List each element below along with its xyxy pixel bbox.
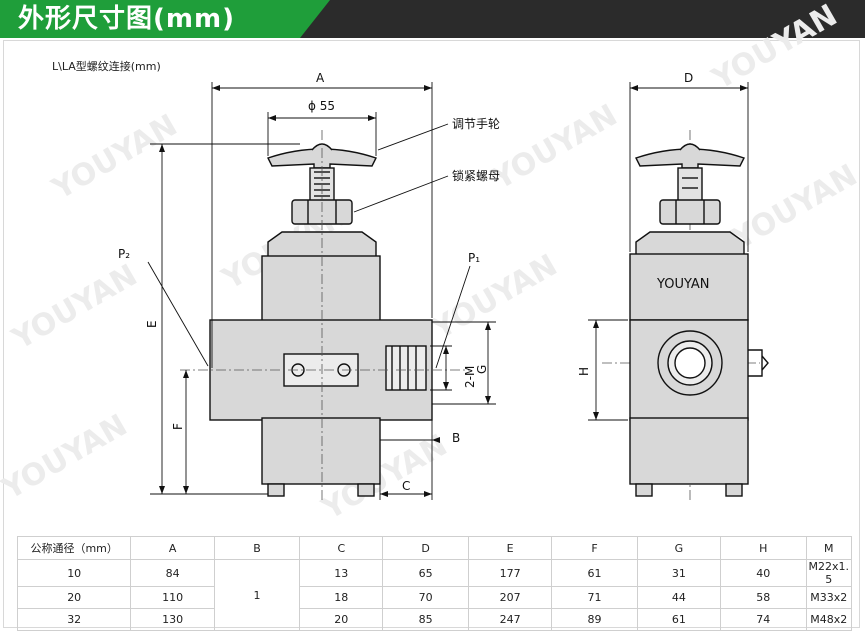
side-arrowheads — [593, 85, 748, 420]
dim-label-h: H — [577, 367, 591, 376]
table-cell: 44 — [636, 586, 722, 609]
dim-label-e: E — [145, 320, 159, 328]
table-cell: 85 — [382, 608, 469, 631]
table-cell: 110 — [130, 586, 215, 609]
table-cell: 58 — [720, 586, 807, 609]
watermark: YOUYAN — [426, 248, 564, 348]
dimension-lines — [147, 82, 496, 500]
table-row: 32 130 20 85 247 89 61 74 M48x2 — [16, 608, 852, 631]
port-label-p1: P₁ — [468, 251, 480, 265]
table-row: 20 110 18 70 207 71 44 58 M33x2 — [16, 586, 852, 609]
table-cell: 18 — [299, 586, 384, 609]
arrowheads — [159, 85, 491, 497]
drawing-labels: A ϕ 55 调节手轮 锁紧螺母 P₂ P₁ E F 2-M G B C D H… — [118, 71, 710, 493]
table-header: B — [213, 536, 301, 560]
table-header: M — [805, 536, 852, 560]
table-cell: M48x2 — [805, 608, 852, 631]
table-header: 公称通径（mm） — [16, 536, 132, 560]
header-banner: 外形尺寸图(mm) — [0, 0, 865, 38]
dim-label-phi55: ϕ 55 — [308, 99, 335, 113]
technical-drawing: YOUYAN YOUYAN YOUYAN YOUYAN YOUYAN YOUYA… — [0, 0, 864, 527]
table-cell: 89 — [551, 608, 638, 631]
table-cell: 207 — [467, 586, 553, 609]
watermark: YOUYAN — [6, 258, 144, 358]
dim-label-d: D — [684, 71, 693, 85]
watermark: YOUYAN — [46, 108, 184, 208]
dim-label-c: C — [402, 479, 410, 493]
table-header: A — [130, 536, 215, 560]
table-cell: 31 — [636, 559, 722, 587]
dim-label-b: B — [452, 431, 460, 445]
table-cell: 32 — [16, 608, 132, 631]
table-cell: 74 — [720, 608, 807, 631]
table-cell: 20 — [16, 586, 132, 609]
spec-table: 公称通径（mm） A B C D E F G H M 10 84 1 13 65… — [16, 536, 852, 631]
page-title: 外形尺寸图(mm) — [18, 4, 235, 34]
dim-label-g: G — [475, 365, 489, 374]
table-cell: M22x1. 5 — [805, 559, 852, 587]
table-cell: 13 — [299, 559, 384, 587]
table-cell: 70 — [382, 586, 469, 609]
table-cell: 177 — [467, 559, 553, 587]
brand-label: YOUYAN — [656, 277, 710, 292]
table-cell: 65 — [382, 559, 469, 587]
table-header: G — [636, 536, 722, 560]
table-cell: 247 — [467, 608, 553, 631]
table-cell: 61 — [551, 559, 638, 587]
drawing-subtitle: L\LA型螺纹连接(mm) — [52, 60, 161, 73]
port-label-p2: P₂ — [118, 247, 130, 261]
table-cell: 40 — [720, 559, 807, 587]
table-header: D — [382, 536, 469, 560]
dim-label-a: A — [316, 71, 325, 85]
table-header: H — [720, 536, 807, 560]
banner-accent — [0, 0, 330, 38]
callout-locknut: 锁紧螺母 — [452, 168, 500, 183]
table-cell: 10 — [16, 559, 132, 587]
watermark: YOUYAN — [0, 408, 133, 508]
table-cell-b: 1 — [213, 559, 301, 631]
table-header: F — [551, 536, 638, 560]
table-cell: 130 — [130, 608, 215, 631]
callout-handwheel: 调节手轮 — [452, 117, 500, 131]
table-row: 10 84 1 13 65 177 61 31 40 M22x1. 5 — [16, 559, 852, 631]
side-dimension-lines — [588, 82, 749, 421]
table-header-row: 公称通径（mm） A B C D E F G H M — [16, 536, 852, 560]
dim-label-f: F — [171, 423, 185, 430]
table-header: E — [467, 536, 553, 560]
dim-label-2m: 2-M — [463, 366, 477, 388]
front-view — [209, 143, 433, 497]
table-header: C — [299, 536, 384, 560]
table-cell: 84 — [130, 559, 215, 587]
watermark: YOUYAN — [486, 98, 624, 198]
side-view — [629, 143, 769, 497]
table-cell: 71 — [551, 586, 638, 609]
table-cell: M33x2 — [805, 586, 852, 609]
table-cell: 61 — [636, 608, 722, 631]
watermark: YOUYAN — [706, 0, 844, 97]
watermark: YOUYAN — [726, 158, 864, 258]
table-cell: 20 — [299, 608, 384, 631]
